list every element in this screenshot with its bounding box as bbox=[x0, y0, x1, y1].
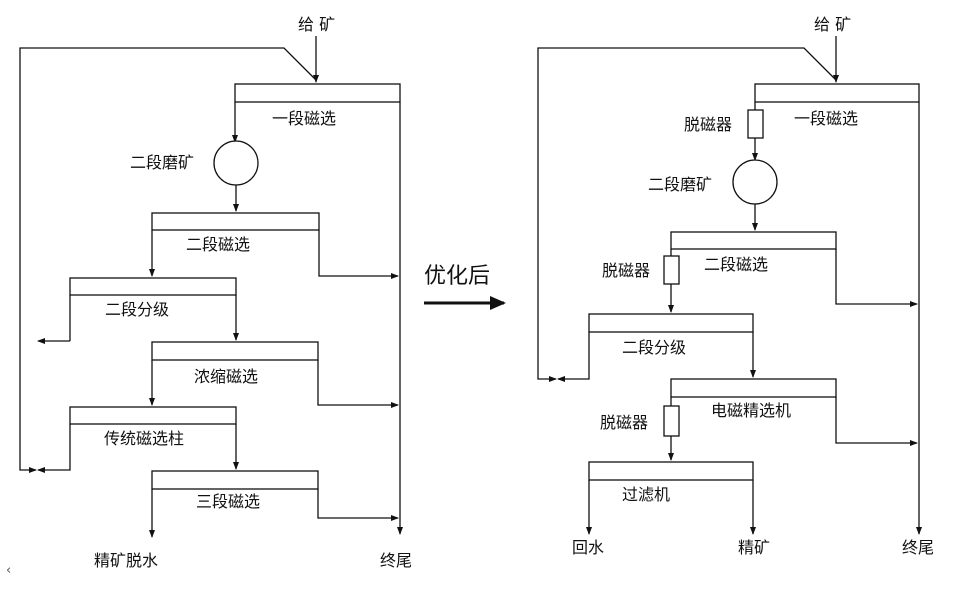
right-classify-return-arrow bbox=[557, 332, 590, 382]
left-classify-box bbox=[69, 277, 237, 296]
right-stage1-label: 一段磁选 bbox=[794, 109, 858, 128]
right-tailings-label: 终尾 bbox=[902, 538, 934, 557]
right-demag1-box bbox=[747, 109, 764, 139]
right-elutriation-box bbox=[670, 378, 837, 398]
left-column-label: 传统磁选柱 bbox=[104, 429, 184, 448]
left-thicken-label: 浓缩磁选 bbox=[194, 367, 258, 386]
right-stage2-separator bbox=[670, 231, 837, 250]
left-feed-label: 给 矿 bbox=[298, 15, 335, 34]
right-demag2-box bbox=[663, 255, 680, 285]
left-thicken-separator bbox=[151, 341, 319, 361]
left-stage1-label: 一段磁选 bbox=[272, 109, 336, 128]
left-stage3-separator bbox=[151, 470, 319, 490]
optimization-label: 优化后 bbox=[424, 264, 490, 289]
right-demag3-label: 脱磁器 bbox=[600, 413, 648, 432]
left-concentrate-label: 精矿脱水 bbox=[94, 551, 158, 570]
left-stage3-tail-arrow bbox=[317, 489, 399, 521]
left-mill-circle bbox=[213, 140, 259, 186]
right-stage2-label: 二段磁选 bbox=[704, 255, 768, 274]
right-feed-label: 给 矿 bbox=[814, 15, 851, 34]
left-flowsheet: 给 矿 一段磁选 二段磨矿 二段磁选 二段分级 浓缩磁选 传统磁选柱 bbox=[19, 15, 412, 570]
right-filter-box bbox=[588, 461, 754, 481]
left-classify-label: 二段分级 bbox=[105, 300, 169, 319]
right-elutriation-label: 电磁精选机 bbox=[711, 401, 791, 420]
right-stage2-tail-arrow bbox=[835, 249, 918, 307]
left-stage2-label: 二段磁选 bbox=[186, 235, 250, 254]
right-recycle-line bbox=[537, 47, 837, 382]
optimization-arrow-group: 优化后 bbox=[424, 264, 506, 310]
right-demag3-box bbox=[663, 405, 680, 437]
right-filter-label: 过滤机 bbox=[622, 485, 670, 504]
right-flowsheet: 给 矿 一段磁选 脱磁器 二段磨矿 二段磁选 脱磁器 二段分级 电磁 bbox=[537, 15, 934, 557]
left-column-return-arrow bbox=[37, 424, 71, 473]
right-classify-box bbox=[588, 313, 754, 333]
left-column-box bbox=[69, 406, 237, 425]
right-elutriation-tail-arrow bbox=[835, 397, 918, 446]
left-tailings-label: 终尾 bbox=[380, 551, 412, 570]
left-recycle-line bbox=[19, 47, 317, 473]
right-demag1-label: 脱磁器 bbox=[684, 115, 732, 134]
right-stage1-separator bbox=[754, 83, 920, 103]
left-mill-label: 二段磨矿 bbox=[130, 153, 194, 172]
left-stage2-tail-arrow bbox=[318, 230, 399, 279]
right-mill-circle bbox=[732, 159, 778, 205]
right-concentrate-label: 精矿 bbox=[738, 538, 770, 557]
left-stage2-separator bbox=[151, 212, 320, 231]
right-classify-label: 二段分级 bbox=[622, 338, 686, 357]
left-stage1-separator bbox=[234, 83, 401, 103]
right-mill-label: 二段磨矿 bbox=[648, 175, 712, 194]
right-water-label: 回水 bbox=[572, 538, 604, 557]
left-thicken-tail-arrow bbox=[317, 360, 399, 408]
right-demag2-label: 脱磁器 bbox=[602, 261, 650, 280]
corner-mark: ‹ bbox=[6, 563, 11, 578]
left-stage3-label: 三段磁选 bbox=[196, 492, 260, 511]
